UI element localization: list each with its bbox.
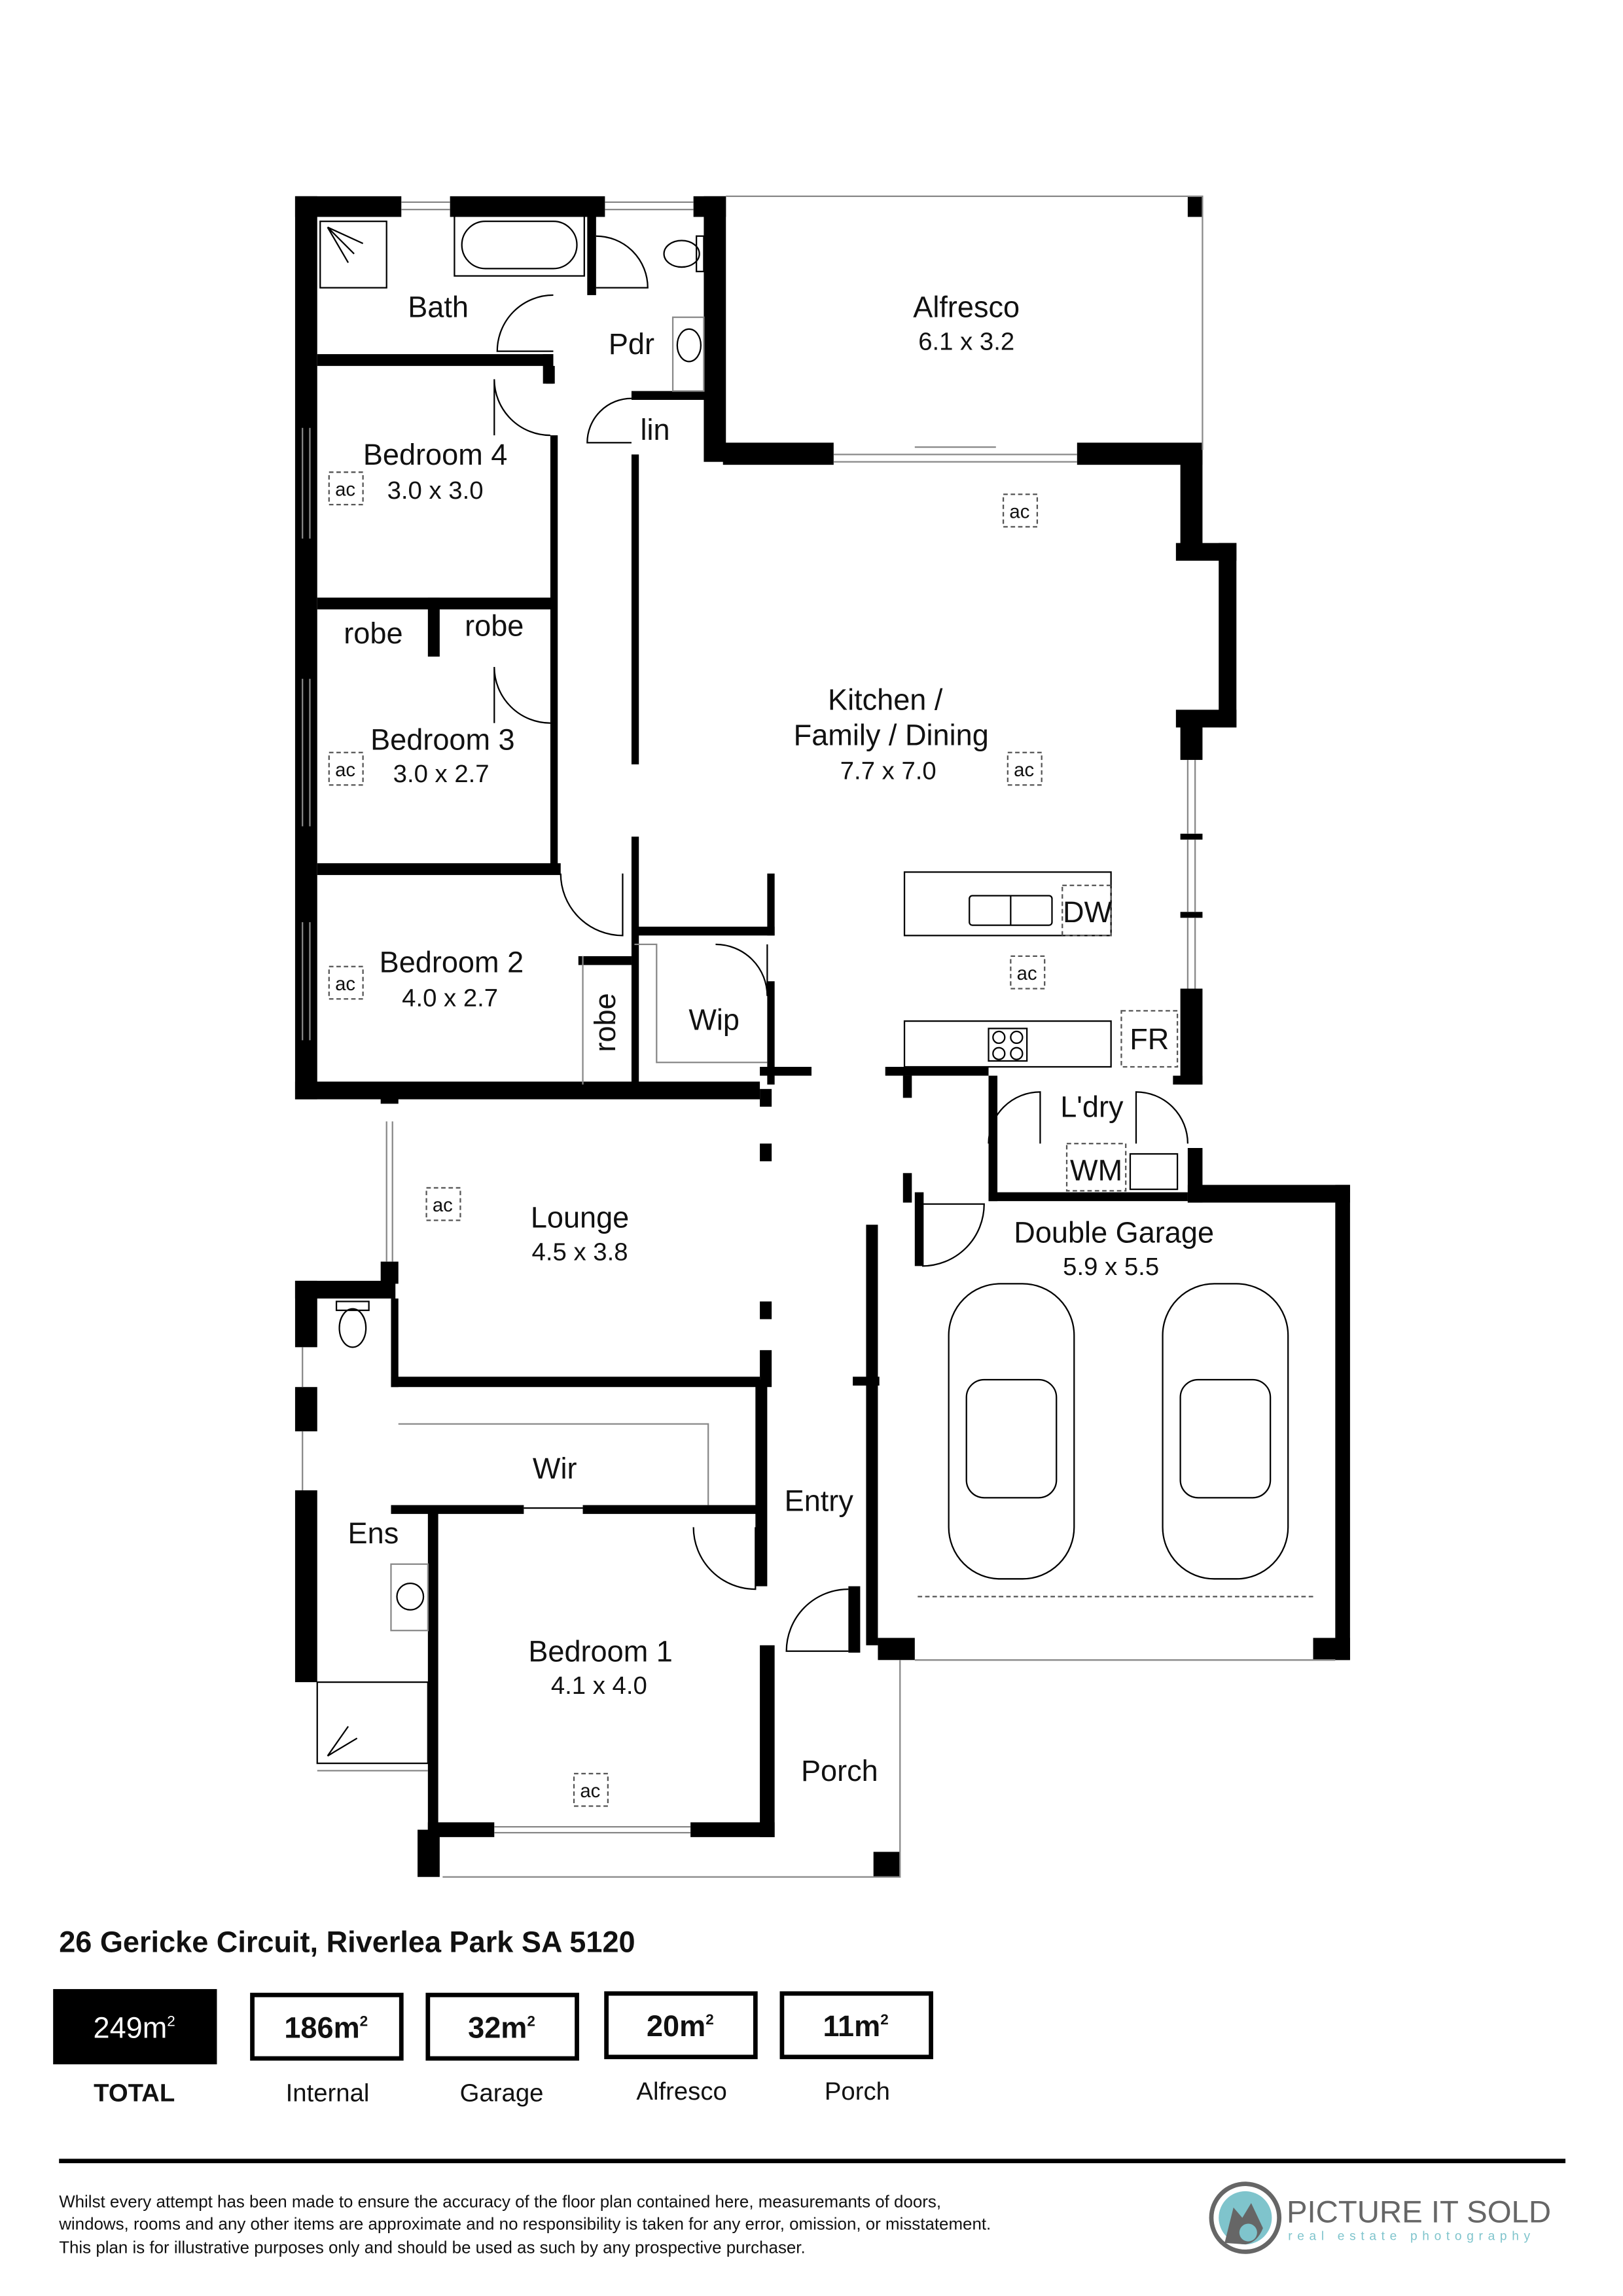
area-box-porch (779, 1991, 933, 2060)
logo-name: PICTURE IT SOLD (1287, 2195, 1551, 2229)
cooktop-icon (988, 1028, 1028, 1062)
ac-label: ac (1009, 501, 1029, 522)
room-name-kitchen-2: Family / Dining (794, 719, 989, 752)
area-value-garage: 32m2 (468, 2011, 535, 2044)
dishwasher-label: DW (1063, 895, 1113, 929)
room-name-bedroom4: Bedroom 4 (363, 438, 508, 471)
ac-label: ac (335, 479, 355, 501)
toilet-icon (663, 240, 700, 268)
area-value-alfresco: 20m2 (647, 2009, 714, 2043)
room-dims-bedroom3: 3.0 x 2.7 (393, 760, 490, 788)
shower-icon (319, 221, 387, 289)
logo-tagline: real estate photography (1288, 2229, 1535, 2243)
area-value-total: 249m2 (94, 2011, 175, 2044)
door-swings (493, 235, 1189, 1652)
room-name-robe: robe (344, 617, 402, 650)
room-dims-garage: 5.9 x 5.5 (1063, 1253, 1159, 1281)
area-label-porch: Porch (825, 2077, 890, 2106)
car-icon (948, 1283, 1289, 1580)
room-name-pdr: Pdr (609, 327, 654, 361)
area-label-garage: Garage (460, 2079, 544, 2107)
ac-label: ac (580, 1780, 600, 1802)
ac-label: ac (335, 759, 355, 781)
basin-icon (396, 1582, 425, 1611)
room-labels: Bath Pdr lin Alfresco 6.1 x 3.2 Bedroom … (335, 291, 1214, 1802)
company-logo: PICTURE IT SOLD real estate photography (1209, 2181, 1551, 2254)
area-value-porch: 11m2 (823, 2009, 888, 2043)
walls (294, 196, 1350, 1877)
area-summary: 249m2 TOTAL 186m2 Internal 32m2 Garage 2… (53, 1989, 933, 2107)
room-name-porch: Porch (801, 1754, 878, 1787)
bathtub-icon (454, 213, 585, 277)
outlines (302, 195, 1336, 1878)
room-name-bedroom3: Bedroom 3 (370, 723, 515, 756)
area-value-internal: 186m2 (284, 2011, 368, 2044)
area-box-alfresco (604, 1991, 758, 2060)
room-dims-bedroom1: 4.1 x 4.0 (551, 1672, 647, 1700)
room-name-robe: robe (465, 609, 524, 643)
room-name-laundry: L'dry (1060, 1090, 1124, 1124)
room-name-lin: lin (640, 413, 669, 446)
ac-markers (328, 471, 1046, 1807)
disclaimer: Whilst every attempt has been made to en… (58, 2193, 991, 2257)
room-dims-bedroom2: 4.0 x 2.7 (402, 984, 498, 1013)
room-dims-kitchen: 7.7 x 7.0 (840, 757, 936, 785)
washing-machine-label: WM (1070, 1154, 1122, 1187)
property-address: 26 Gericke Circuit, Riverlea Park SA 512… (59, 1926, 635, 1959)
fridge-label: FR (1130, 1022, 1169, 1056)
area-label-internal: Internal (286, 2079, 370, 2107)
divider (59, 2159, 1566, 2164)
basin-icon (676, 328, 702, 363)
room-name-kitchen: Kitchen / (828, 683, 943, 716)
disclaimer-line: windows, rooms and any other items are a… (58, 2215, 991, 2234)
ac-label: ac (433, 1194, 453, 1216)
area-label-total: TOTAL (94, 2079, 175, 2107)
room-name-bedroom2: Bedroom 2 (380, 946, 524, 979)
room-name-robe: robe (588, 993, 622, 1052)
room-dims-lounge: 4.5 x 3.8 (532, 1238, 628, 1266)
room-name-lounge: Lounge (531, 1201, 629, 1234)
room-name-alfresco: Alfresco (913, 291, 1020, 324)
fixtures (316, 213, 1289, 1765)
room-name-bath: Bath (408, 291, 469, 324)
area-box-total (53, 1989, 217, 2065)
shower-icon (316, 1681, 429, 1765)
disclaimer-line: Whilst every attempt has been made to en… (59, 2193, 941, 2212)
room-dims-alfresco: 6.1 x 3.2 (918, 327, 1014, 355)
area-box-internal (250, 1992, 404, 2061)
floor-plan: Bath Pdr lin Alfresco 6.1 x 3.2 Bedroom … (294, 195, 1350, 1878)
area-box-garage (425, 1992, 579, 2061)
room-name-wip: Wip (688, 1003, 740, 1037)
trough-icon (1129, 1153, 1179, 1191)
ac-label: ac (1017, 963, 1037, 984)
ac-label: ac (335, 973, 355, 995)
ac-label: ac (1014, 759, 1034, 781)
room-name-entry: Entry (785, 1484, 854, 1518)
room-name-bedroom1: Bedroom 1 (528, 1635, 673, 1668)
room-name-garage: Double Garage (1014, 1215, 1214, 1249)
room-name-ens: Ens (348, 1516, 399, 1550)
room-name-wir: Wir (533, 1452, 577, 1485)
disclaimer-line: This plan is for illustrative purposes o… (59, 2239, 806, 2257)
room-dims-bedroom4: 3.0 x 3.0 (387, 476, 484, 505)
area-label-alfresco: Alfresco (636, 2077, 726, 2106)
toilet-icon (338, 1308, 367, 1348)
